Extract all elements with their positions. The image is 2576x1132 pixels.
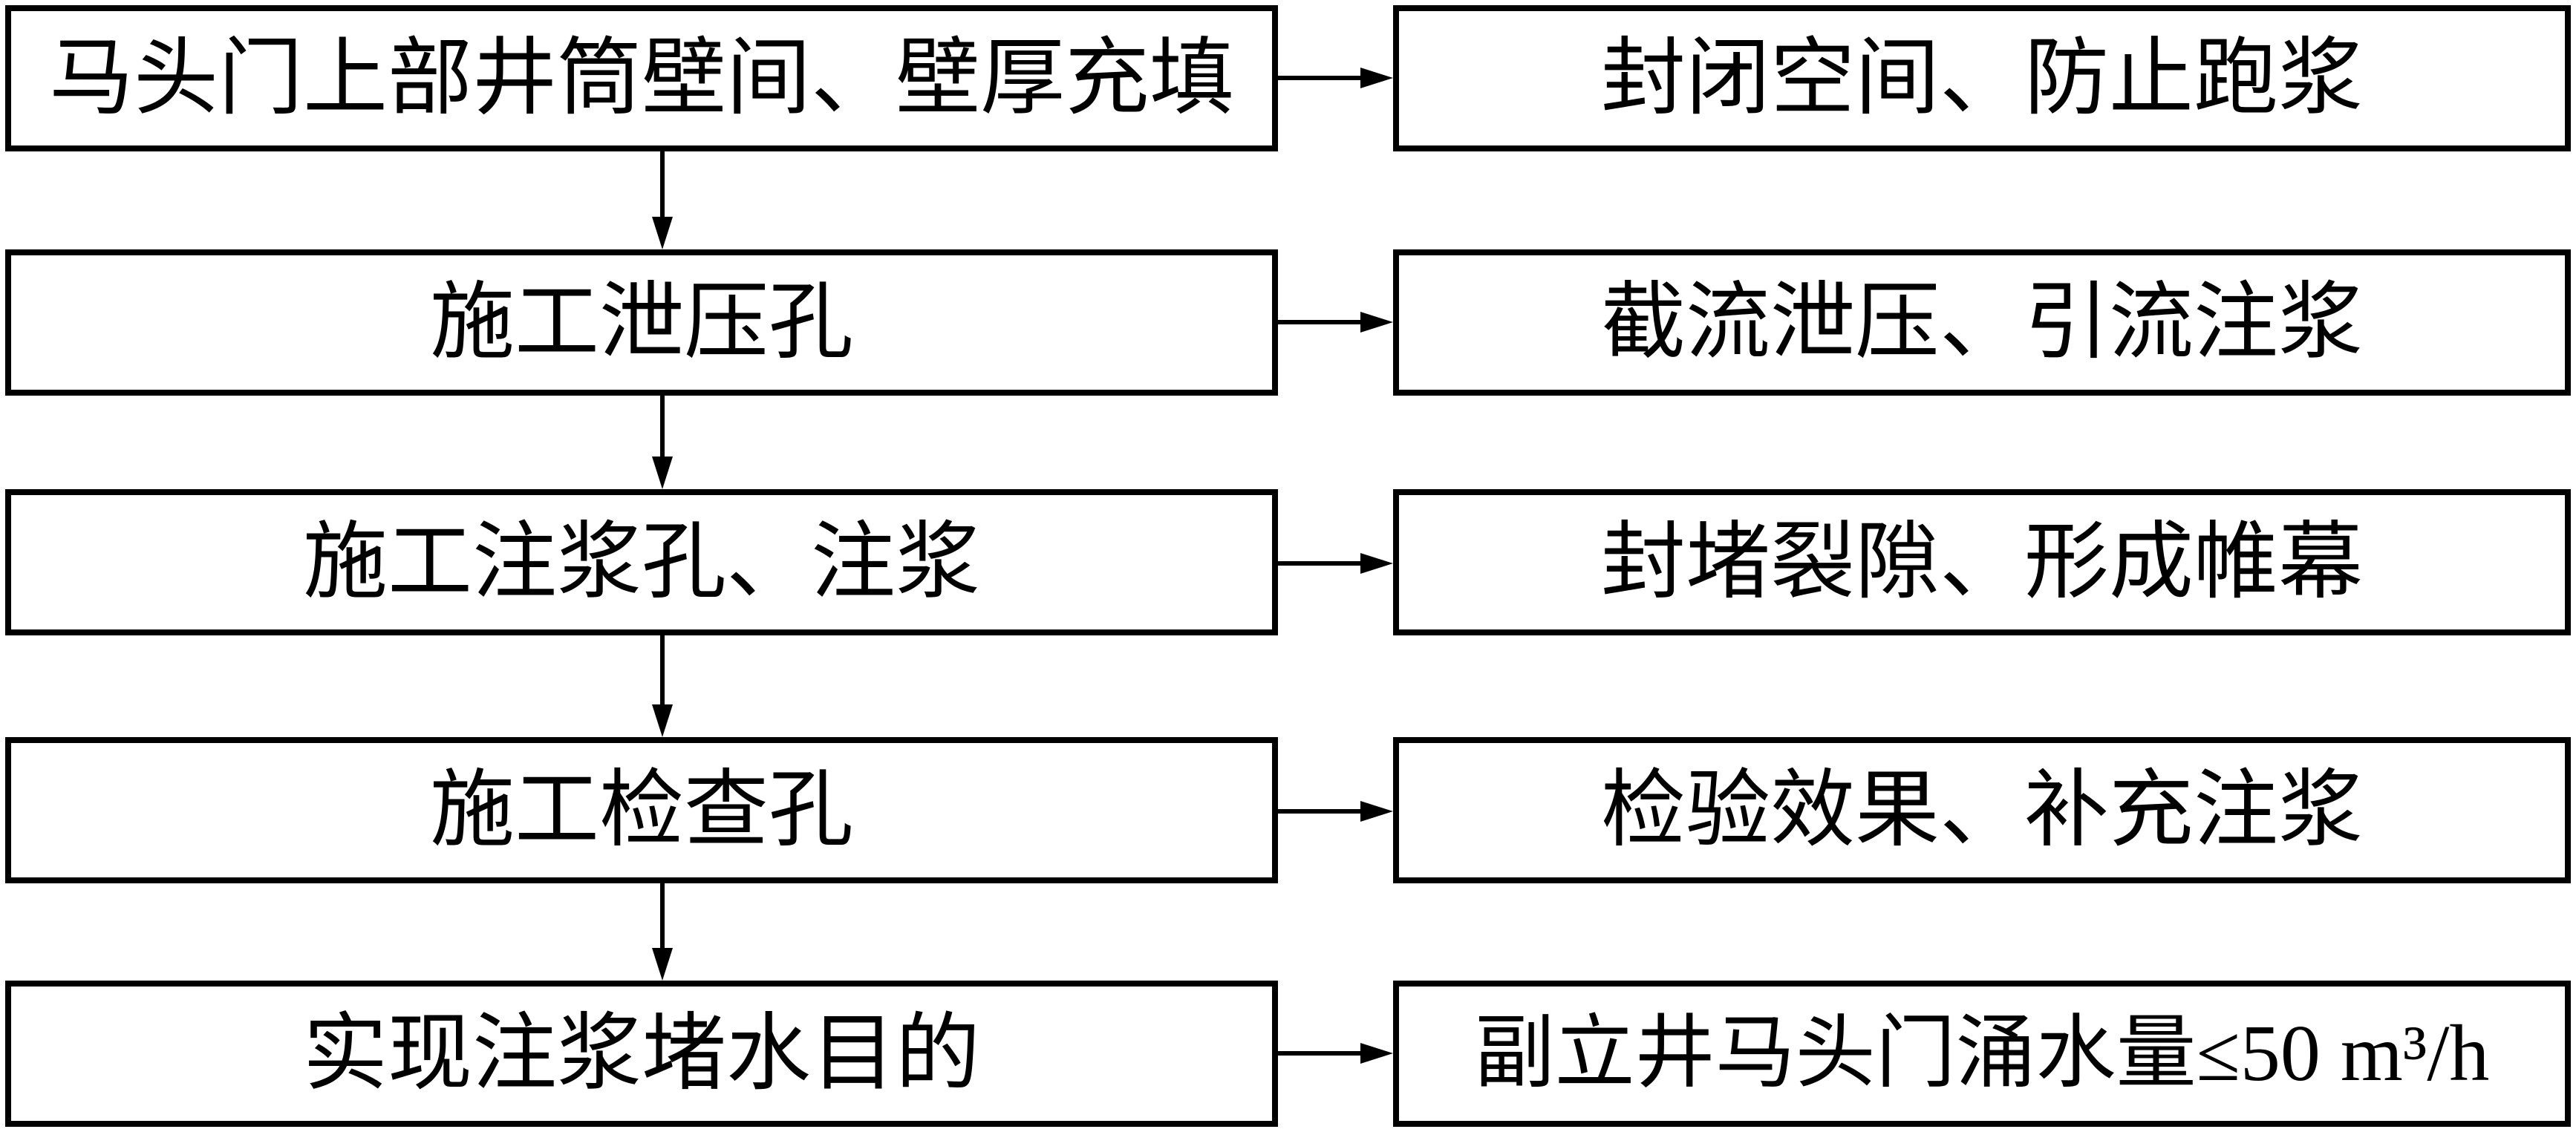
arrow-down-1-head xyxy=(652,217,673,249)
step-4-purpose-text: 检验效果、补充注浆 xyxy=(1600,762,2363,857)
arrow-down-4 xyxy=(652,883,673,981)
arrow-down-2-head xyxy=(652,457,673,489)
arrow-down-3-head xyxy=(652,704,673,737)
arrow-right-3-head xyxy=(1360,553,1393,574)
arrow-down-2 xyxy=(652,396,673,489)
step-3-action-box: 施工注浆孔、注浆 xyxy=(5,489,1278,635)
step-3-purpose-box: 封堵裂隙、形成帷幕 xyxy=(1393,489,2571,635)
step-2-purpose-box: 截流泄压、引流注浆 xyxy=(1393,249,2571,396)
step-4-action-text: 施工检查孔 xyxy=(429,762,853,857)
step-1-purpose-box: 封闭空间、防止跑浆 xyxy=(1393,5,2571,151)
step-5-action-text: 实现注浆堵水目的 xyxy=(302,1006,980,1101)
arrow-down-3 xyxy=(652,635,673,737)
step-4-action-box: 施工检查孔 xyxy=(5,737,1278,883)
arrow-right-2 xyxy=(1278,312,1393,333)
arrow-down-4-head xyxy=(652,948,673,981)
step-1-purpose-text: 封闭空间、防止跑浆 xyxy=(1600,30,2363,125)
step-5-purpose-box: 副立井马头门涌水量≤50 m³/h xyxy=(1393,981,2571,1127)
step-2-action-text: 施工泄压孔 xyxy=(429,275,853,370)
step-2-purpose-text: 截流泄压、引流注浆 xyxy=(1600,275,2363,370)
step-5-action-box: 实现注浆堵水目的 xyxy=(5,981,1278,1127)
step-3-purpose-text: 封堵裂隙、形成帷幕 xyxy=(1600,514,2363,609)
arrow-right-4-head xyxy=(1360,801,1393,822)
arrow-right-5-head xyxy=(1360,1043,1393,1064)
arrow-right-1-head xyxy=(1360,68,1393,88)
step-1-action-text: 马头门上部井筒壁间、壁厚充填 xyxy=(48,30,1234,125)
arrow-right-3 xyxy=(1278,553,1393,574)
arrow-right-4 xyxy=(1278,801,1393,822)
arrow-right-1 xyxy=(1278,68,1393,88)
step-3-action-text: 施工注浆孔、注浆 xyxy=(302,514,980,609)
arrow-right-2-head xyxy=(1360,312,1393,333)
arrow-down-1 xyxy=(652,151,673,249)
step-2-action-box: 施工泄压孔 xyxy=(5,249,1278,396)
step-4-purpose-box: 检验效果、补充注浆 xyxy=(1393,737,2571,883)
step-5-purpose-text: 副立井马头门涌水量≤50 m³/h xyxy=(1474,1009,2490,1098)
step-1-action-box: 马头门上部井筒壁间、壁厚充填 xyxy=(5,5,1278,151)
arrow-right-5 xyxy=(1278,1043,1393,1064)
